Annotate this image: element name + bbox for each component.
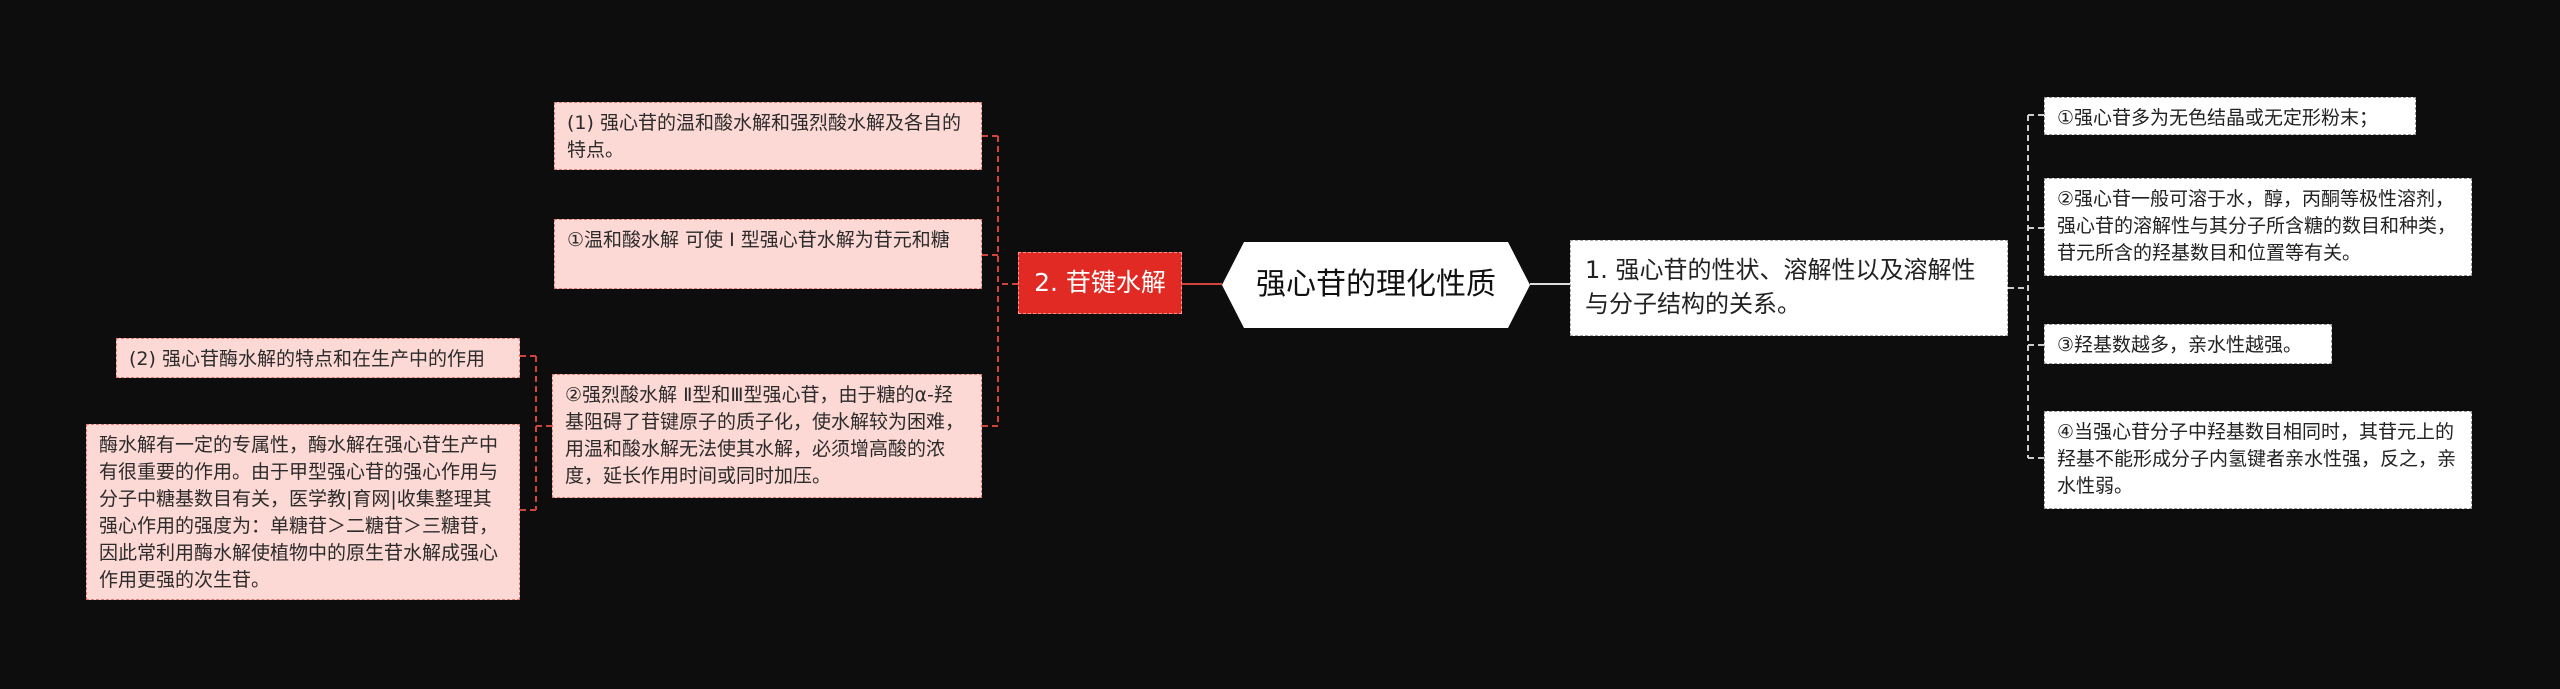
left-sub-branch-topic[interactable]: (2) 强心苷酶水解的特点和在生产中的作用: [116, 338, 520, 378]
connector-left-fan: [982, 135, 1018, 427]
left-leaf-2-text: ①温和酸水解 可使 I 型强心苷水解为苷元和糖: [567, 229, 950, 251]
left-sub-branch-detail[interactable]: 酶水解有一定的专属性，酶水解在强心苷生产中有很重要的作用。由于甲型强心苷的强心作…: [86, 424, 520, 600]
connector-right-fan: [2008, 114, 2044, 459]
left-sub-branch-label: (2) 强心苷酶水解的特点和在生产中的作用: [129, 348, 485, 370]
right-leaf-3[interactable]: ③羟基数越多，亲水性越强。: [2044, 324, 2332, 364]
left-sub-branch-detail-text: 酶水解有一定的专属性，酶水解在强心苷生产中有很重要的作用。由于甲型强心苷的强心作…: [99, 434, 499, 591]
right-leaf-4[interactable]: ④当强心苷分子中羟基数目相同时，其苷元上的羟基不能形成分子内氢键者亲水性强，反之…: [2044, 411, 2472, 509]
right-leaf-2[interactable]: ②强心苷一般可溶于水，醇，丙酮等极性溶剂，强心苷的溶解性与其分子所含糖的数目和种…: [2044, 178, 2472, 276]
right-leaf-1-text: ①强心苷多为无色结晶或无定形粉末；: [2057, 107, 2379, 129]
center-topic[interactable]: 强心苷的理化性质: [1222, 242, 1530, 328]
right-branch-topic[interactable]: 1. 强心苷的性状、溶解性以及溶解性与分子结构的关系。: [1570, 240, 2008, 336]
left-leaf-1[interactable]: (1) 强心苷的温和酸水解和强烈酸水解及各自的特点。: [554, 102, 982, 170]
connector-sub-branch: [520, 355, 552, 511]
right-leaf-4-text: ④当强心苷分子中羟基数目相同时，其苷元上的羟基不能形成分子内氢键者亲水性强，反之…: [2057, 421, 2457, 497]
right-leaf-2-text: ②强心苷一般可溶于水，醇，丙酮等极性溶剂，强心苷的溶解性与其分子所含糖的数目和种…: [2057, 188, 2457, 264]
left-leaf-3[interactable]: ②强烈酸水解 Ⅱ型和Ⅲ型强心苷，由于糖的α-羟基阻碍了苷键原子的质子化，使水解较…: [552, 374, 982, 498]
right-branch-label: 1. 强心苷的性状、溶解性以及溶解性与分子结构的关系。: [1585, 256, 1976, 318]
left-leaf-3-text: ②强烈酸水解 Ⅱ型和Ⅲ型强心苷，由于糖的α-羟基阻碍了苷键原子的质子化，使水解较…: [565, 384, 965, 487]
left-branch-label: 2. 苷键水解: [1034, 268, 1166, 297]
right-leaf-3-text: ③羟基数越多，亲水性越强。: [2057, 334, 2303, 356]
left-leaf-1-text: (1) 强心苷的温和酸水解和强烈酸水解及各自的特点。: [567, 112, 961, 161]
center-topic-label: 强心苷的理化性质: [1256, 267, 1496, 302]
left-branch-topic[interactable]: 2. 苷键水解: [1018, 252, 1182, 314]
right-leaf-1[interactable]: ①强心苷多为无色结晶或无定形粉末；: [2044, 97, 2416, 135]
left-leaf-2[interactable]: ①温和酸水解 可使 I 型强心苷水解为苷元和糖: [554, 219, 982, 289]
